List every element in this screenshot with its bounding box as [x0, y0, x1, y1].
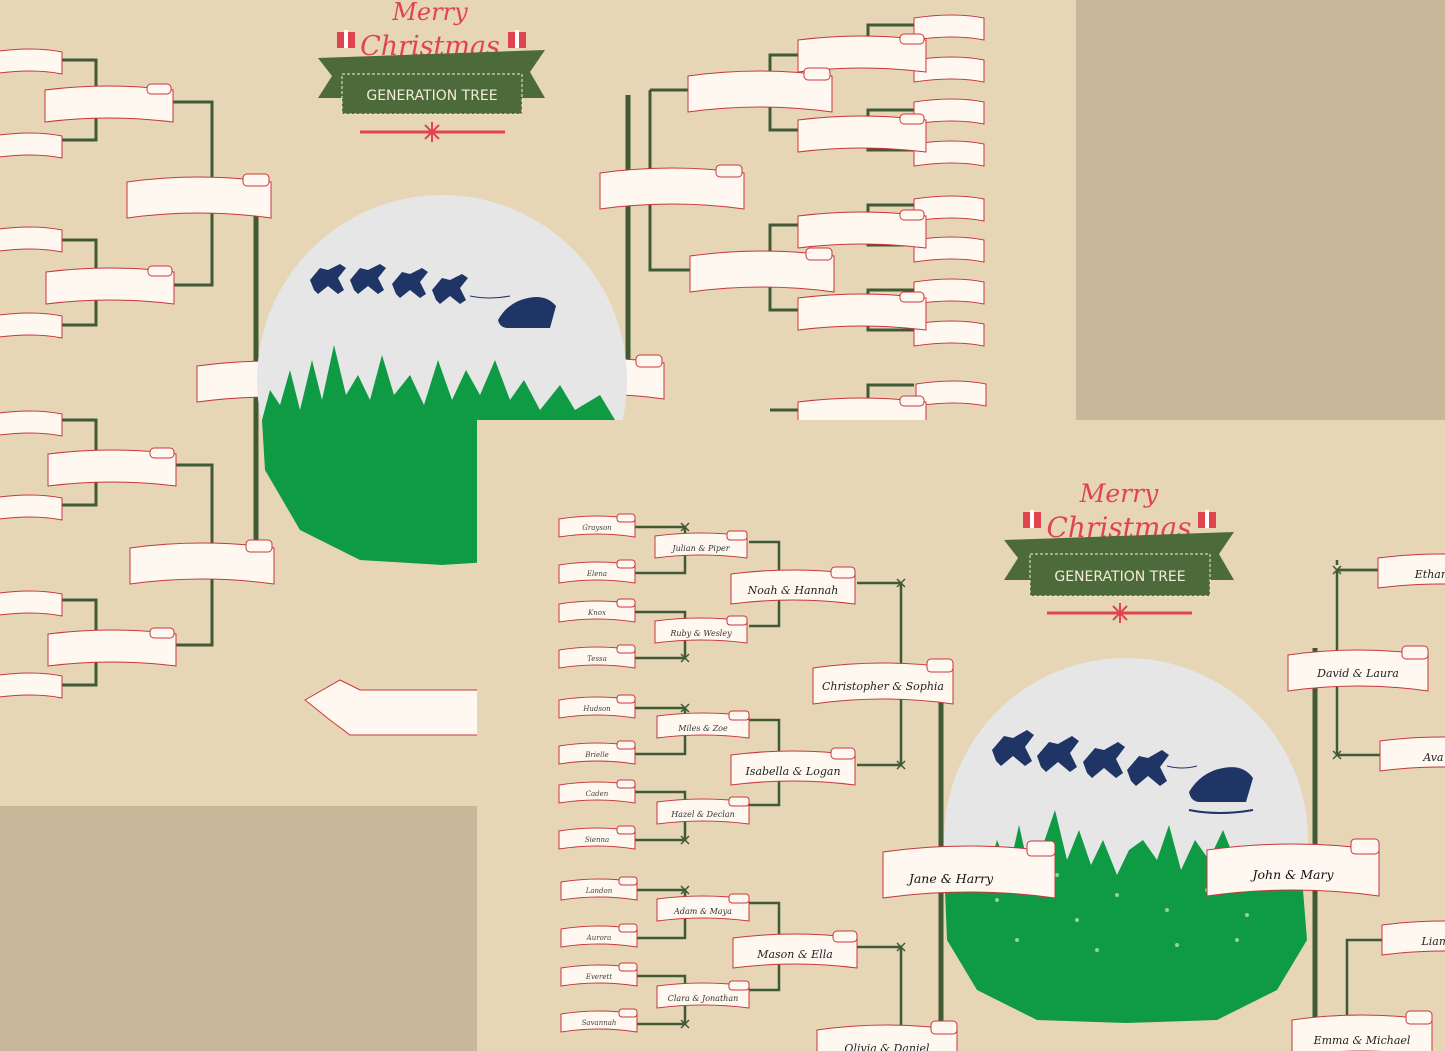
reindeer-sleigh-icon — [992, 730, 1254, 814]
scroll-miles-zoe: Miles & Zoe — [656, 710, 750, 739]
left-parents: Noah & Hannah Isabella & Logan Mason & E… — [730, 566, 858, 969]
scroll-ethan: Ethan & — [1377, 550, 1445, 589]
snowflake-icon — [422, 122, 442, 142]
label-sienna: Sienna — [585, 836, 609, 844]
scroll-clara-jonathan: Clara & Jonathan — [656, 980, 750, 1009]
scroll-david-laura: David & Laura — [1287, 645, 1429, 692]
snowflake-icon — [1110, 603, 1130, 623]
scroll-hudson: Hudson — [558, 694, 636, 719]
label-noah-hannah: Noah & Hannah — [747, 584, 839, 597]
label-jane-harry: Jane & Harry — [906, 871, 994, 886]
branch-ornaments — [680, 522, 1342, 1029]
scroll-everett: Everett — [560, 962, 638, 987]
label-liam: Liam & — [1420, 935, 1445, 948]
scroll-savannah: Savannah — [560, 1008, 638, 1033]
merry-text: Merry — [1079, 479, 1159, 508]
label-hazel-declan: Hazel & Declan — [670, 810, 735, 819]
scroll-knox: Knox — [558, 598, 636, 623]
scroll-landon: Landon — [560, 876, 638, 901]
label-mason-ella: Mason & Ella — [756, 948, 833, 961]
label-brielle: Brielle — [584, 751, 609, 759]
left-grandchildren: Grayson Elena Knox Tessa Hudson Brielle … — [558, 513, 638, 1033]
label-everett: Everett — [585, 973, 613, 981]
scroll-ruby-wesley: Ruby & Wesley — [654, 615, 748, 644]
scroll-hazel-declan: Hazel & Declan — [656, 796, 750, 825]
back-root-banner — [304, 679, 481, 736]
label-hudson: Hudson — [582, 705, 611, 713]
left-grandparents: Christopher & Sophia Olivia & Daniel — [812, 658, 958, 1051]
front-title: Merry Christmas GENERATION TREE — [1004, 479, 1234, 623]
label-miles-zoe: Miles & Zoe — [677, 724, 728, 733]
label-clara-jonathan: Clara & Jonathan — [668, 994, 738, 1003]
scroll-adam-maya: Adam & Maya — [656, 893, 750, 922]
scroll-caden: Caden — [558, 779, 636, 804]
scroll-john-mary: John & Mary — [1206, 838, 1380, 897]
scroll-christopher-sophia: Christopher & Sophia — [812, 658, 954, 705]
gift-icon — [508, 30, 526, 48]
right-parents: Ethan & Ava & Liam & — [1377, 550, 1445, 956]
label-david-laura: David & Laura — [1316, 667, 1399, 680]
gift-icon — [1023, 510, 1041, 528]
scroll-olivia-daniel: Olivia & Daniel — [816, 1020, 958, 1051]
label-isabella-logan: Isabella & Logan — [744, 765, 840, 778]
back-merry-text: Merry — [391, 0, 468, 26]
scroll-mason-ella: Mason & Ella — [732, 930, 858, 969]
moon-scene — [944, 658, 1308, 1023]
scroll-julian-piper: Julian & Piper — [654, 530, 748, 559]
label-john-mary: John & Mary — [1250, 867, 1335, 882]
label-aurora: Aurora — [586, 934, 612, 942]
label-olivia-daniel: Olivia & Daniel — [844, 1042, 930, 1051]
banner-text: GENERATION TREE — [1054, 569, 1185, 585]
back-title: Merry Christmas GENERATION TREE — [318, 0, 545, 142]
front-tree-preview: Merry Christmas GENERATION TREE Grayson … — [477, 420, 1445, 1051]
scroll-brielle: Brielle — [558, 740, 636, 765]
scroll-noah-hannah: Noah & Hannah — [730, 566, 856, 605]
label-savannah: Savannah — [582, 1019, 617, 1027]
label-christopher-sophia: Christopher & Sophia — [822, 680, 944, 693]
label-ava: Ava & — [1422, 751, 1445, 764]
left-children: Julian & Piper Ruby & Wesley Miles & Zoe… — [654, 530, 750, 1009]
label-grayson: Grayson — [582, 524, 612, 532]
scroll-emma-michael: Emma & Michael — [1291, 1010, 1433, 1051]
label-ethan: Ethan & — [1414, 568, 1445, 581]
scroll-jane-harry: Jane & Harry — [882, 840, 1056, 899]
scroll-ava: Ava & — [1379, 733, 1445, 772]
label-ruby-wesley: Ruby & Wesley — [669, 629, 732, 638]
scroll-aurora: Aurora — [560, 923, 638, 948]
scroll-tessa: Tessa — [558, 644, 636, 669]
label-knox: Knox — [587, 609, 606, 617]
label-caden: Caden — [586, 790, 609, 798]
scroll-grayson: Grayson — [558, 513, 636, 538]
back-banner-text: GENERATION TREE — [366, 88, 497, 104]
scroll-isabella-logan: Isabella & Logan — [730, 747, 856, 786]
gift-icon — [337, 30, 355, 48]
scroll-sienna: Sienna — [558, 825, 636, 850]
front-tree-artwork: Merry Christmas GENERATION TREE Grayson … — [558, 479, 1445, 1051]
gift-icon — [1198, 510, 1216, 528]
roots: Jane & Harry John & Mary — [882, 838, 1380, 899]
label-emma-michael: Emma & Michael — [1313, 1034, 1411, 1047]
label-adam-maya: Adam & Maya — [673, 907, 732, 916]
scroll-liam: Liam & — [1381, 917, 1445, 956]
label-landon: Landon — [585, 887, 613, 895]
label-elena: Elena — [586, 570, 607, 578]
scroll-elena: Elena — [558, 559, 636, 584]
label-tessa: Tessa — [587, 655, 607, 663]
label-julian-piper: Julian & Piper — [670, 544, 730, 553]
right-grandparents: David & Laura Emma & Michael — [1287, 645, 1433, 1051]
